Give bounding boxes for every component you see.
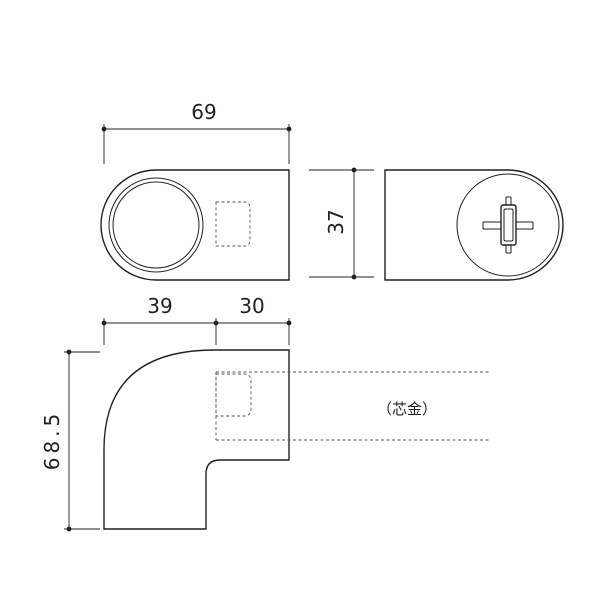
dimension-segment-left-label: 39 <box>147 294 172 318</box>
side-view <box>384 169 564 281</box>
dimension-segments: 39 30 <box>101 294 292 345</box>
top-view <box>100 169 290 281</box>
elbow-view <box>103 349 489 530</box>
dimension-overall-height: 68.5 <box>40 349 100 532</box>
dimension-overall-width: 69 <box>101 100 292 164</box>
dimension-side-height: 37 <box>309 167 374 280</box>
core-metal-note: （芯金） <box>377 400 437 418</box>
dimension-side-height-label: 37 <box>324 209 348 234</box>
dimension-segment-right-label: 30 <box>239 294 264 318</box>
dimension-overall-width-label: 69 <box>191 100 216 124</box>
dimension-overall-height-label: 68.5 <box>40 410 64 471</box>
